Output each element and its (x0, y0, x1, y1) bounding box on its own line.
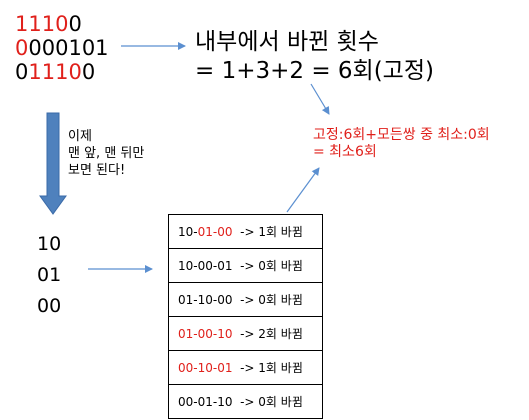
case-cell: 01-00-10 -> 2회 바뀜 (168, 316, 323, 351)
case-result: -> 1회 바뀜 (232, 361, 303, 375)
case-result: -> 2회 바뀜 (232, 327, 303, 341)
case-cell: 10-01-00 -> 1회 바뀜 (168, 214, 323, 249)
arrow-result-to-conclusion (310, 83, 330, 115)
case-sequence: 01-00-10 (178, 327, 233, 341)
case-sequence: 00-01-10 (178, 395, 233, 409)
table-row: 00-10-01 -> 1회 바뀜 (168, 350, 323, 385)
case-cell: 10-00-01 -> 0회 바뀜 (168, 248, 323, 283)
down-block-arrow (39, 112, 67, 215)
result-title: 내부에서 바뀐 횟수 (195, 29, 379, 55)
table-row: 01-10-00 -> 0회 바뀜 (168, 282, 323, 317)
binary-segment: 1110 (28, 60, 82, 84)
tip-note: 이제 맨 앞, 맨 뒤만 보면 된다! (68, 129, 145, 178)
case-sequence: 01-00 (197, 225, 233, 239)
pair-item: 00 (37, 295, 62, 317)
binary-segment: 000101 (28, 36, 109, 60)
case-cell: 00-10-01 -> 1회 바뀜 (168, 350, 323, 385)
binary-line: 011100 (15, 60, 109, 84)
case-cell: 00-01-10 -> 0회 바뀜 (168, 384, 323, 419)
table-row: 00-01-10 -> 0회 바뀜 (168, 384, 323, 419)
case-cell: 01-10-00 -> 0회 바뀜 (168, 282, 323, 317)
case-result: -> 0회 바뀜 (232, 293, 303, 307)
binary-segment: 0 (15, 60, 29, 84)
pair-item: 01 (37, 264, 62, 286)
arrow-table-to-conclusion (286, 167, 320, 213)
binary-segment: 0 (68, 12, 82, 36)
binary-segment: 0 (15, 36, 29, 60)
case-sequence: 01-10-00 (178, 293, 233, 307)
table-row: 01-00-10 -> 2회 바뀜 (168, 316, 323, 351)
result-formula: = 1+3+2 = 6회(고정) (195, 58, 434, 84)
case-result: -> 1회 바뀜 (232, 225, 303, 239)
binary-segment: 0 (81, 60, 96, 84)
pair-item: 10 (37, 233, 62, 255)
table-row: 10-00-01 -> 0회 바뀜 (168, 248, 323, 283)
case-result: -> 0회 바뀜 (232, 259, 303, 273)
conclusion-note: 고정:6회+모든쌍 중 최소:0회 = 최소6회 (313, 127, 490, 160)
case-sequence: 10-00-01 (178, 259, 233, 273)
binary-segment: 1110 (15, 12, 69, 36)
binary-line: 11100 (15, 12, 109, 36)
case-sequence: 00-10-01 (178, 361, 233, 375)
case-sequence: 10- (178, 225, 198, 239)
pair-list: 10 01 00 (37, 229, 61, 322)
table-row: 10-01-00 -> 1회 바뀜 (168, 214, 323, 249)
case-result: -> 0회 바뀜 (232, 395, 303, 409)
binary-line: 0000101 (15, 36, 109, 60)
